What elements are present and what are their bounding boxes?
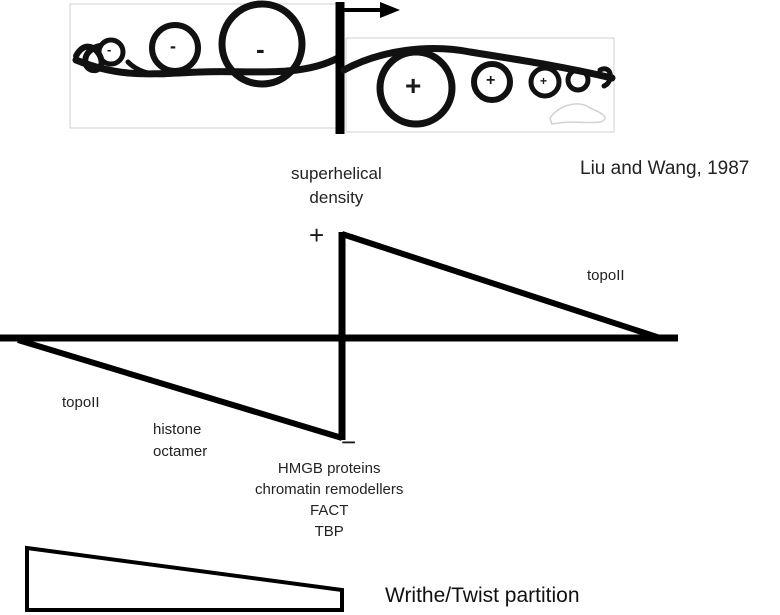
factor-fact: FACT [310,502,349,519]
supercoil-graph [0,231,678,441]
direction-arrow-head [380,2,400,18]
y-axis-label-line1: superhelical [291,164,382,183]
inset-minus-small: - [107,42,112,57]
citation: Liu and Wang, 1987 [580,158,750,179]
writhe-twist-label: Writhe/Twist partition [385,584,580,607]
negative-sign: − [341,427,357,457]
factor-hmgb: HMGB proteins [277,460,381,477]
topo-label-right: topoII [587,267,625,284]
negative-supercoil-loops [72,0,342,88]
histone-label-line2: octamer [153,443,208,460]
positive-factors-list: HMGB proteins chromatin remodellers FACT… [255,458,403,542]
positive-density-line [341,231,661,341]
y-axis-label-line2: density [309,188,364,207]
twin-domain-inset [69,0,616,134]
inset-minus-large: - [256,34,265,64]
negative-density-line [17,337,343,441]
histone-octamer-label: histone octamer [153,419,207,463]
partition-wedge [25,545,344,612]
inset-plus-medium: + [486,72,496,89]
positive-sign: + [309,220,325,250]
inset-minus-medium: - [170,36,176,56]
topo-label-left: topoII [62,394,100,411]
shadow-glyph [549,103,606,125]
positive-supercoil-loops [340,45,616,128]
factor-tbp: TBP [314,523,344,540]
inset-plus-small: + [540,74,548,88]
histone-label-line1: histone [153,421,202,438]
y-axis-label: superhelical density [291,162,382,210]
factor-chromatin-remodellers: chromatin remodellers [255,481,404,498]
inset-plus-large: + [405,70,422,101]
